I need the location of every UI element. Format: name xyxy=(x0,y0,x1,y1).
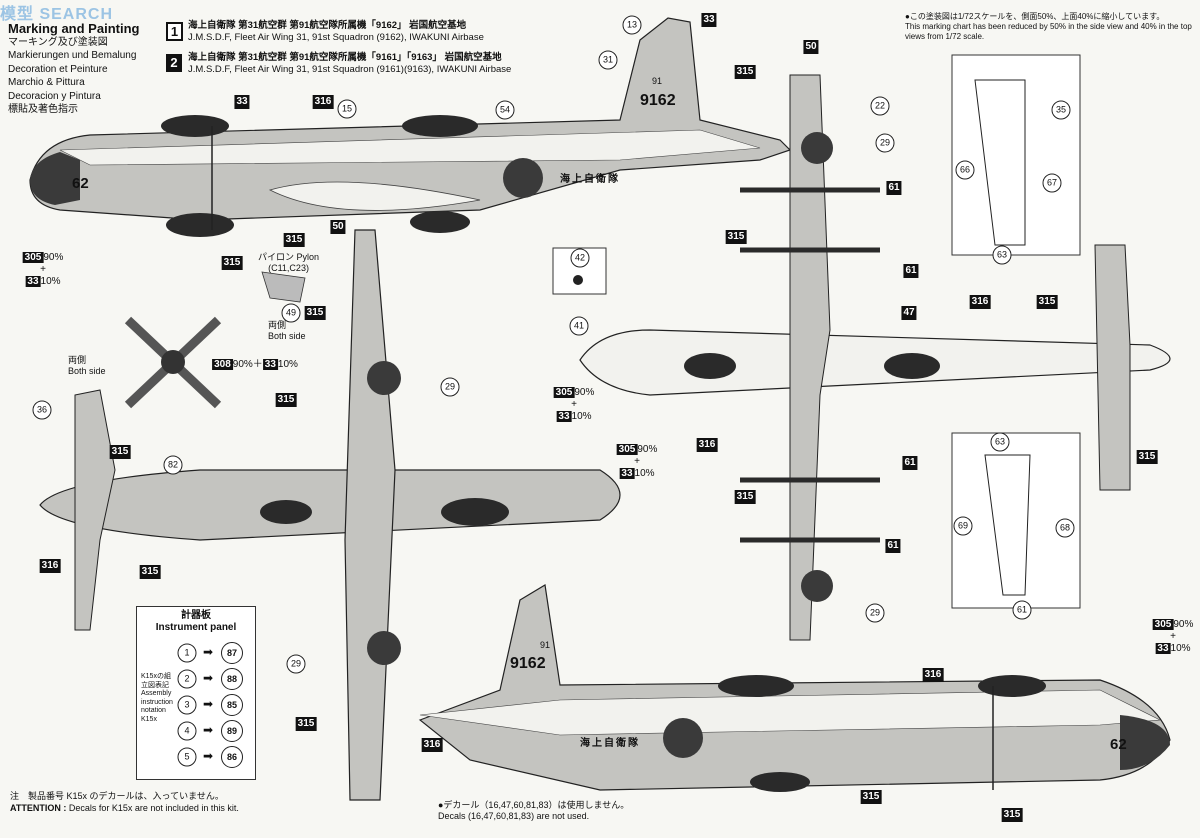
attention-label-en: ATTENTION : xyxy=(10,803,67,813)
scale-note-jp: ●この塗装図は1/72スケールを、側面50%、上面40%に縮小しています。 xyxy=(905,12,1165,21)
title-lang-3: Decoration et Peinture xyxy=(8,63,108,75)
tail-number-upper: 9162 xyxy=(640,92,676,109)
marking-title-block: Marking and Painting マーキング及び塗装図 Markieru… xyxy=(8,22,139,117)
tail-small-upper: 91 xyxy=(652,76,663,86)
scale-note-en: This marking chart has been reduced by 5… xyxy=(905,22,1192,41)
pylon-callout: 49 xyxy=(281,303,301,323)
panel-row-3: 3 ➡ 85 xyxy=(137,693,255,717)
side-view-lower xyxy=(418,584,1171,792)
instrument-panel-box: 計器板 Instrument panel K15xの組立図表記 Assembly… xyxy=(136,606,256,780)
pylon-shape xyxy=(261,271,306,303)
inset-upper xyxy=(951,54,1081,256)
variant-1-en: J.M.S.D.F, Fleet Air Wing 31, 91st Squad… xyxy=(188,32,484,43)
instrument-panel-title-jp: 計器板 xyxy=(181,610,211,621)
panel-row-1: 1 ➡ 87 xyxy=(137,641,255,665)
attention-note: 注 製品番号 K15x のデカールは、入っていません。 ATTENTION : … xyxy=(10,790,239,814)
variant-badge-1: 1 xyxy=(166,22,183,41)
instrument-panel-title-en: Instrument panel xyxy=(155,622,237,633)
panel-row-2: 2 ➡ 88 xyxy=(137,667,255,691)
attention-label-jp: 注 xyxy=(10,791,20,801)
propeller-detail xyxy=(124,316,222,409)
title-lang-4: Marchio & Pittura xyxy=(8,77,85,88)
variant-2-jp: 海上自衛隊 第31航空群 第91航空隊所属機「9161」「9163」 岩国航空基… xyxy=(188,52,502,63)
scale-note: ●この塗装図は1/72スケールを、側面50%、上面40%に縮小しています。 Th… xyxy=(905,12,1200,42)
variant-1-jp: 海上自衛隊 第31航空群 第91航空隊所属機「9162」 岩国航空基地 xyxy=(188,20,467,31)
nose-number-lower: 62 xyxy=(1110,736,1127,753)
variant-2: 2 海上自衛隊 第31航空群 第91航空隊所属機「9161」「9163」 岩国航… xyxy=(166,52,512,76)
decal-note-en: Decals (16,47,60,81,83) are not used. xyxy=(438,811,590,821)
variant-2-en: J.M.S.D.F, Fleet Air Wing 31, 91st Squad… xyxy=(188,64,512,75)
title-lang-6: 標貼及著色指示 xyxy=(8,104,78,115)
fuselage-text-lower: 海上自衛隊 xyxy=(580,738,640,749)
attention-en: Decals for K15x are not included in this… xyxy=(68,803,239,813)
instrument-panel-note: K15xの組立図表記 Assembly instruction notation… xyxy=(141,673,173,723)
side-view-upper xyxy=(29,17,792,237)
attention-jp: 製品番号 K15x のデカールは、入っていません。 xyxy=(28,791,224,801)
variant-1: 1 海上自衛隊 第31航空群 第91航空隊所属機「9162」 岩国航空基地 J.… xyxy=(166,20,484,44)
decal-note-jp: ●デカール（16,47,60,81,83）は使用しません。 xyxy=(438,800,630,810)
pylon-paint: 315 xyxy=(304,306,326,320)
top-view-left xyxy=(39,229,621,801)
title-lang-1: マーキング及び塗装図 xyxy=(8,36,108,48)
nose-number-upper: 62 xyxy=(72,175,89,192)
tail-number-lower: 9162 xyxy=(510,655,546,672)
fuselage-text-upper: 海上自衛隊 xyxy=(560,174,620,185)
variant-badge-2: 2 xyxy=(166,54,182,72)
tail-small-lower: 91 xyxy=(540,640,551,650)
title-lang-2: Markierungen und Bemalung xyxy=(8,50,137,61)
watermark: 模型 SEARCH xyxy=(0,6,114,23)
decal-note: ●デカール（16,47,60,81,83）は使用しません。 Decals (16… xyxy=(438,800,629,822)
top-view-right xyxy=(579,74,1171,641)
pylon-label: パイロン Pylon(C11,C23) xyxy=(258,252,320,273)
page-title: Marking and Painting xyxy=(8,21,140,36)
panel-row-4: 4 ➡ 89 xyxy=(137,719,255,743)
title-lang-5: Decoracion y Pintura xyxy=(8,90,101,102)
panel-row-5: 5 ➡ 86 xyxy=(137,745,255,769)
